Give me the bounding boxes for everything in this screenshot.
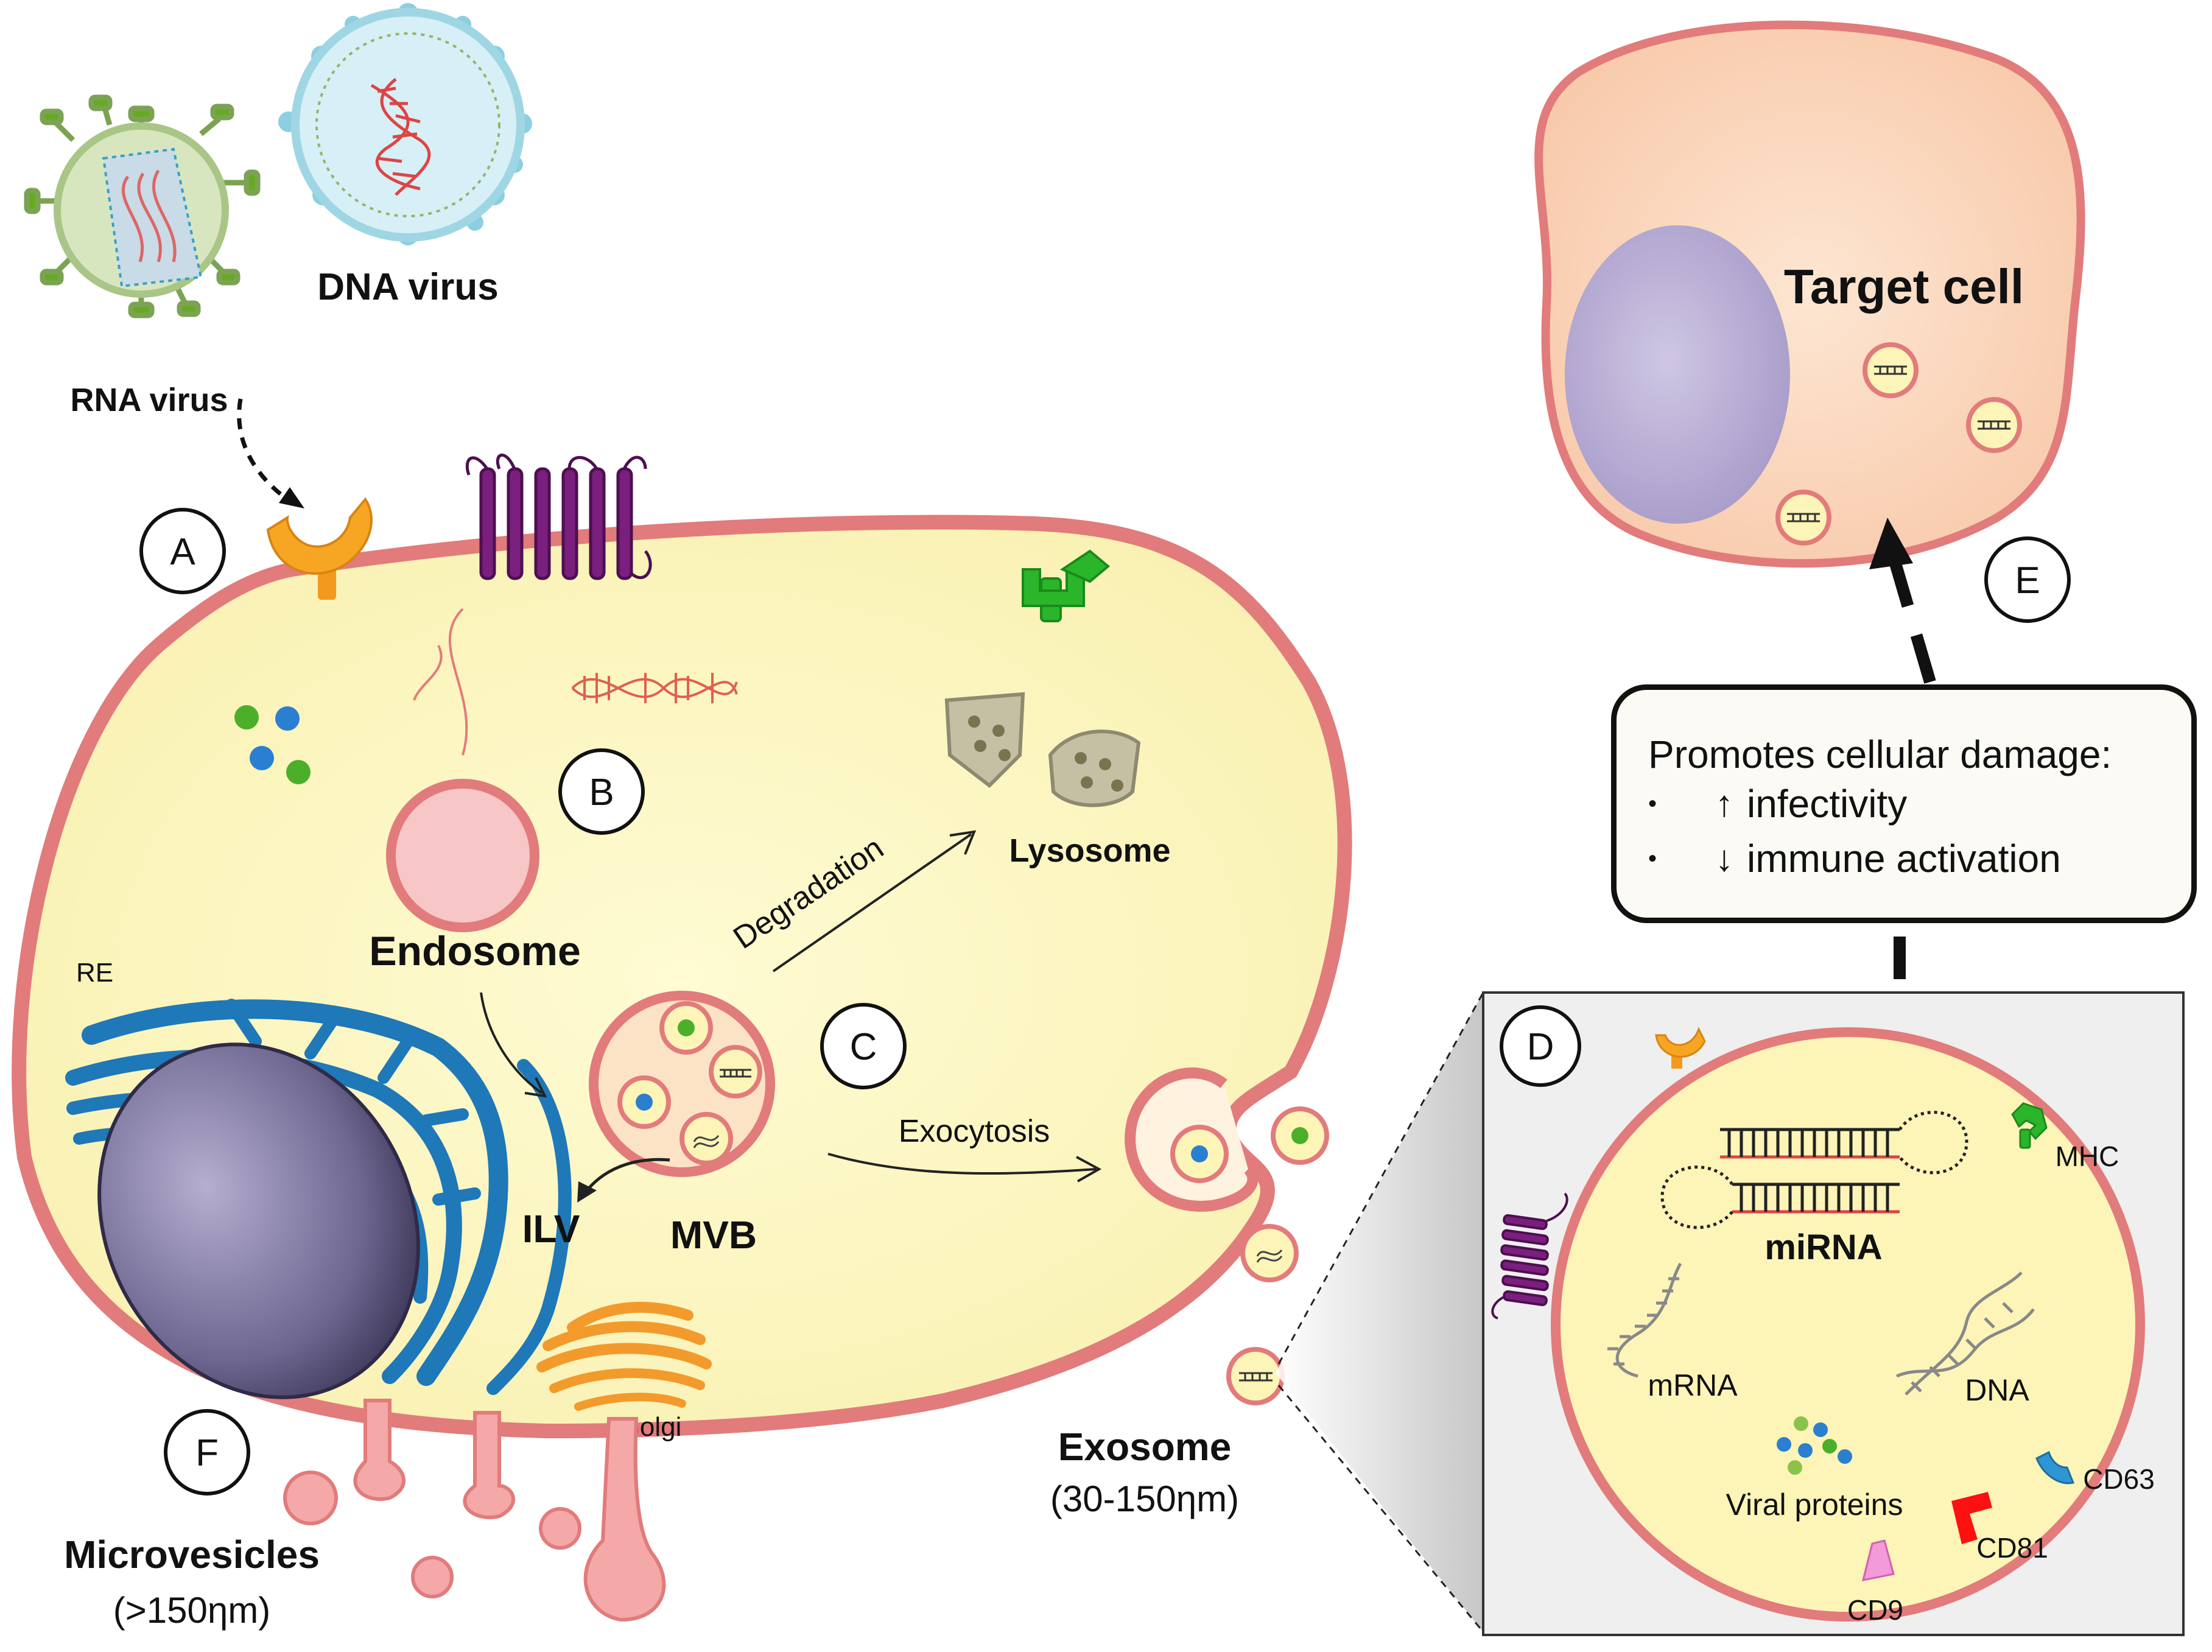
exosome-receptor-icon [1655, 1027, 1706, 1069]
rna-virus [24, 94, 261, 318]
cd9-icon [1861, 1539, 1895, 1581]
endosome-label: Endosome [369, 928, 581, 974]
lysosome-1 [944, 692, 1025, 788]
dna-virus-inner-ring [315, 32, 500, 217]
step-f-marker: F [164, 1409, 250, 1496]
microvesicles-label: Microvesicles [64, 1533, 320, 1576]
cd9-label: CD9 [1847, 1594, 1903, 1626]
lysosome-2 [1048, 729, 1141, 807]
mirna-hairpin-1 [1720, 1111, 1968, 1175]
increase-arrow-icon: ↑ [1715, 783, 1733, 824]
damage-item-bullet: • [1648, 790, 1657, 817]
microvesicle-buds [283, 1399, 666, 1622]
step-c-label: C [850, 1026, 877, 1068]
step-b-marker: B [558, 748, 645, 835]
ilv-arrow [583, 1158, 670, 1195]
step-d-marker: D [1500, 1005, 1581, 1087]
cd81-label: CD81 [1976, 1532, 2048, 1564]
target-cell-label: Target cell [1784, 259, 2024, 314]
cd81-icon [1951, 1492, 1992, 1544]
re-label: RE [76, 958, 113, 988]
exocytosis-arrowhead [1076, 1156, 1102, 1183]
damage-item-immune-activation: • ↓ immune activation [1648, 831, 2191, 886]
cd63-icon [2035, 1450, 2075, 1485]
dna-virus [278, 3, 532, 245]
dna-icon [1895, 1271, 2035, 1396]
cellular-damage-box: Promotes cellular damage: • ↑ infectivit… [1611, 684, 2197, 923]
damage-item-text: immune activation [1747, 837, 2061, 880]
mirna-label: miRNA [1764, 1228, 1882, 1267]
dna-label: DNA [1965, 1373, 2029, 1407]
cd63-label: CD63 [2083, 1463, 2155, 1495]
exosome-transmembrane-icon [1491, 1192, 1568, 1320]
dna-virus-label: DNA virus [317, 266, 498, 308]
virus-entry-arrow [237, 398, 293, 504]
endosome-to-mvb-arrow [480, 992, 543, 1094]
damage-item-text: infectivity [1747, 782, 1908, 826]
step-a-marker: A [139, 508, 226, 594]
step-a-label: A [170, 531, 195, 573]
decrease-arrow-icon: ↓ [1715, 838, 1733, 879]
rna-virus-spikes [24, 94, 261, 318]
released-exosome-3 [1226, 1347, 1285, 1405]
mrna-icon [1607, 1262, 1682, 1378]
viral-receptor-icon [266, 497, 373, 600]
step-b-label: B [589, 772, 614, 814]
target-internal-exosome-2 [1966, 397, 2022, 453]
damage-item-bullet: • [1648, 845, 1657, 872]
damage-box-title: Promotes cellular damage: [1648, 733, 2112, 776]
degradation-arrowhead [949, 830, 977, 855]
step-c-marker: C [820, 1003, 907, 1089]
released-exosome-1 [1271, 1106, 1329, 1165]
dna-virus-genome-icon [370, 78, 431, 196]
step-e-label: E [2015, 560, 2040, 602]
target-internal-exosome-3 [1775, 490, 1831, 546]
exosome-viral-proteins [1777, 1416, 1852, 1475]
exocytosis-label: Exocytosis [899, 1114, 1050, 1149]
damage-item-infectivity: • ↑ infectivity [1648, 776, 2191, 831]
exosome-uptake-arrowhead [1869, 518, 1913, 569]
virus-entry-arrowhead [279, 487, 304, 508]
released-exosome-2 [1240, 1224, 1299, 1282]
viral-proteins-label: Viral proteins [1726, 1488, 1903, 1522]
exosome-detail-membrane [1551, 1027, 2145, 1622]
ilv-arrowhead [577, 1181, 597, 1203]
step-e-marker: E [1984, 536, 2071, 623]
exocytosis-arrow [827, 1153, 1097, 1175]
rna-virus-label: RNA virus [70, 382, 228, 418]
exosome-uptake-arrow-upper [1887, 555, 1936, 684]
mhc-receptor-icon [1022, 549, 1111, 622]
zoom-cone [1276, 993, 1483, 1632]
step-d-label: D [1527, 1026, 1554, 1068]
rna-virus-genome-icon [122, 169, 177, 262]
target-nucleus [1565, 225, 1790, 524]
zoom-line-top [1277, 992, 1484, 1365]
rna-virus-inner-box [102, 147, 203, 288]
multivesicular-body [589, 991, 775, 1177]
exosome-size-label: (30-150ηm) [1050, 1478, 1239, 1519]
exosome-label: Exosome [1058, 1425, 1232, 1469]
mrna-label: mRNA [1648, 1368, 1738, 1402]
mirna-hairpin-2 [1660, 1165, 1900, 1229]
transmembrane-protein-icon [465, 454, 652, 580]
target-internal-exosome-1 [1863, 342, 1919, 398]
viral-protein-dots [234, 705, 311, 784]
exosome-mhc-icon [2011, 1102, 2048, 1149]
microvesicles-size-label: (>150ηm) [113, 1590, 270, 1631]
mhc-label: MHC [2056, 1141, 2119, 1172]
endosome [386, 779, 539, 932]
cytoplasmic-rna-icon [413, 608, 468, 756]
mvb-label: MVB [670, 1213, 757, 1257]
exosome-release-pocket [1125, 1067, 1259, 1212]
golgi-apparatus [536, 1301, 712, 1411]
cytoplasmic-dna-icon [571, 673, 738, 703]
host-nucleus [97, 1042, 420, 1399]
ilv-label: ILV [522, 1207, 580, 1251]
endosome-to-mvb-arrowhead [524, 1077, 547, 1098]
degradation-arrow [772, 833, 972, 972]
step-f-label: F [195, 1432, 219, 1474]
lysosome-label: Lysosome [1009, 832, 1170, 869]
